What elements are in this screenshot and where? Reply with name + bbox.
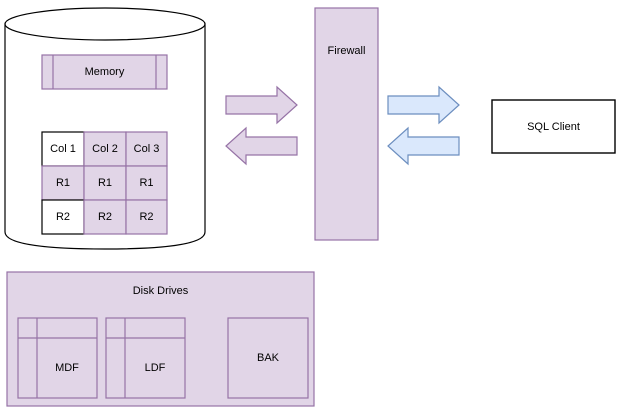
- table-cell-col2: [83, 131, 127, 167]
- memory-bar-outline: [41, 54, 168, 90]
- cylinder-top-ellipse: [4, 7, 206, 41]
- memory-bar-shape[interactable]: [41, 54, 168, 90]
- table-cell-r1c2: [83, 165, 127, 201]
- purple-exchange-arrows[interactable]: [225, 85, 298, 166]
- bak-outline: [227, 317, 309, 399]
- table-cell-col1: [41, 131, 85, 167]
- sql-client-rect: [491, 99, 616, 154]
- blue-arrow-right: [387, 85, 460, 125]
- table-cell-r2c1: [41, 199, 85, 235]
- firewall-box[interactable]: [314, 7, 379, 241]
- mdf-outline: [17, 317, 98, 399]
- blue-arrow-left: [387, 126, 460, 166]
- ldf-file-shape[interactable]: [105, 317, 186, 399]
- table-cell-r1c3: [125, 165, 168, 201]
- table-cell-r2c3: [125, 199, 168, 235]
- table-cell-r2c2: [83, 199, 127, 235]
- firewall-rect: [314, 7, 379, 241]
- table-cell-r1c1: [41, 165, 85, 201]
- purple-arrow-left: [225, 126, 298, 166]
- mdf-file-shape[interactable]: [17, 317, 98, 399]
- sql-client-box[interactable]: [491, 99, 616, 154]
- ldf-outline: [105, 317, 186, 399]
- data-table-shape[interactable]: [41, 131, 168, 235]
- bak-file-shape[interactable]: [227, 317, 309, 399]
- table-cell-col3: [125, 131, 168, 167]
- blue-exchange-arrows[interactable]: [387, 85, 460, 166]
- purple-arrow-right: [225, 85, 298, 125]
